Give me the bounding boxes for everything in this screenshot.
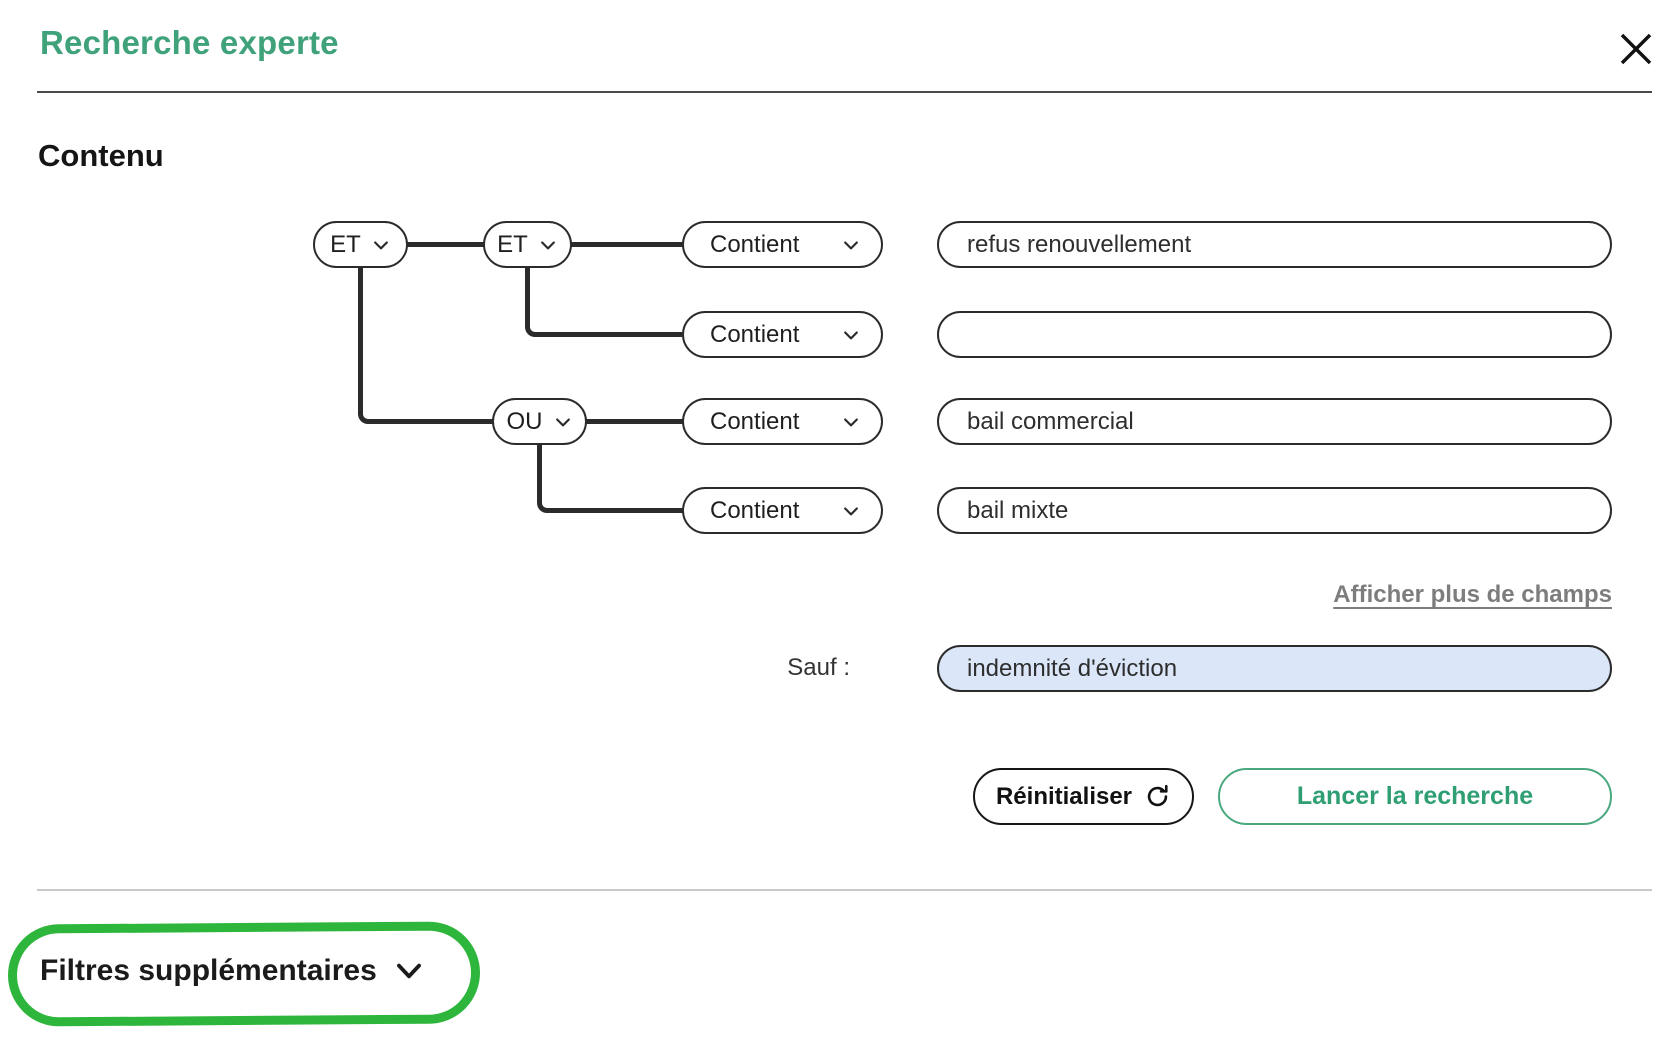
condition-type-dropdown[interactable]: Contient bbox=[682, 487, 883, 534]
search-term-input[interactable] bbox=[965, 229, 1584, 260]
chevron-down-icon bbox=[841, 501, 861, 521]
search-term-input[interactable] bbox=[965, 319, 1584, 350]
chevron-down-icon bbox=[841, 325, 861, 345]
reset-button[interactable]: Réinitialiser bbox=[973, 768, 1194, 825]
page-title: Recherche experte bbox=[40, 24, 339, 61]
show-more-fields-link[interactable]: Afficher plus de champs bbox=[1333, 581, 1612, 608]
chevron-down-icon bbox=[553, 412, 573, 432]
operator-label: ET bbox=[330, 230, 361, 258]
tree-connector bbox=[570, 242, 684, 247]
condition-type-dropdown[interactable]: Contient bbox=[682, 398, 883, 445]
header-divider bbox=[37, 91, 1652, 93]
chevron-down-icon bbox=[371, 235, 391, 255]
reset-button-label: Réinitialiser bbox=[995, 782, 1133, 810]
launch-search-button[interactable]: Lancer la recherche bbox=[1218, 768, 1612, 825]
condition-type-dropdown[interactable]: Contient bbox=[682, 221, 883, 268]
condition-type-label: Contient bbox=[710, 496, 800, 524]
except-input[interactable] bbox=[965, 653, 1584, 684]
tree-connector bbox=[358, 267, 494, 424]
tree-connector bbox=[525, 267, 682, 337]
additional-filters-toggle[interactable]: Filtres supplémentaires bbox=[40, 954, 425, 988]
search-term-field-wrapper bbox=[937, 487, 1612, 534]
chevron-down-icon bbox=[393, 955, 425, 987]
except-field-wrapper bbox=[937, 645, 1612, 692]
refresh-icon bbox=[1144, 783, 1171, 810]
search-term-field-wrapper bbox=[937, 311, 1612, 358]
tree-connector bbox=[585, 419, 684, 424]
chevron-down-icon bbox=[841, 412, 861, 432]
close-icon bbox=[1618, 31, 1654, 67]
launch-search-label: Lancer la recherche bbox=[1296, 782, 1534, 810]
additional-filters-label: Filtres supplémentaires bbox=[40, 954, 377, 987]
condition-type-label: Contient bbox=[710, 407, 800, 435]
search-term-field-wrapper bbox=[937, 398, 1612, 445]
close-button[interactable] bbox=[1614, 27, 1658, 71]
tree-connector bbox=[537, 444, 684, 513]
chevron-down-icon bbox=[841, 235, 861, 255]
search-term-input[interactable] bbox=[965, 406, 1584, 437]
operator-dropdown-group1[interactable]: ET bbox=[483, 221, 572, 268]
section-divider bbox=[37, 889, 1652, 891]
operator-dropdown-root[interactable]: ET bbox=[313, 221, 408, 268]
operator-dropdown-group2[interactable]: OU bbox=[492, 398, 587, 445]
condition-type-label: Contient bbox=[710, 320, 800, 348]
operator-label: OU bbox=[506, 407, 543, 435]
except-label: Sauf : bbox=[787, 654, 850, 681]
content-heading: Contenu bbox=[38, 138, 164, 173]
tree-connector bbox=[406, 242, 485, 247]
operator-label: ET bbox=[497, 230, 528, 258]
search-term-field-wrapper bbox=[937, 221, 1612, 268]
chevron-down-icon bbox=[538, 235, 558, 255]
condition-type-label: Contient bbox=[710, 230, 800, 258]
search-term-input[interactable] bbox=[965, 495, 1584, 526]
condition-type-dropdown[interactable]: Contient bbox=[682, 311, 883, 358]
